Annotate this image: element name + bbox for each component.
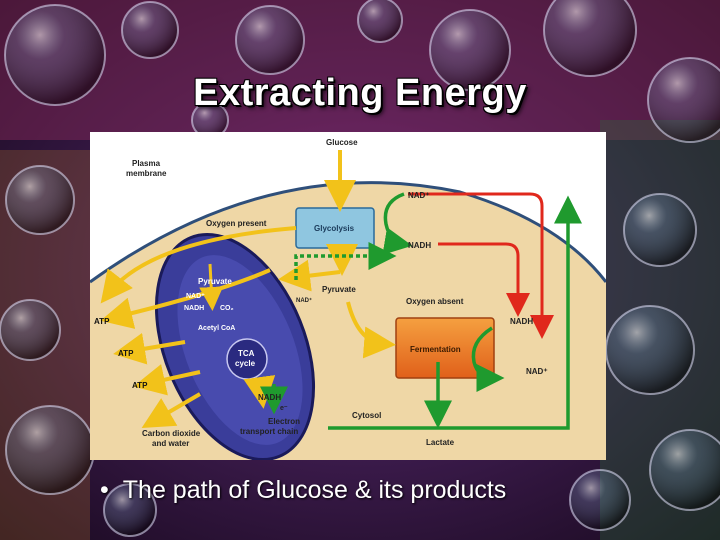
fermentation-box [395,317,495,379]
acetyl-coa-label: Acetyl CoA [198,325,235,332]
green-arrows [260,192,582,430]
bullet-label: The path of Glucose & its products [122,476,507,504]
oxygen-present-label: Oxygen present [206,219,267,228]
etc-label-2: transport chain [240,427,298,436]
nadh-label: NADH [408,241,431,250]
mito-pyruvate-label: Pyruvate [198,277,232,286]
bullet-text: • The path of Glucose & its products [100,476,506,505]
red-arrows [408,192,554,339]
nadh-fermentation-label: NADH [510,317,533,326]
plasma-membrane-label-2: membrane [126,169,167,178]
mito-nad-plus-label: NAD⁺ [186,293,205,300]
carbon-dioxide-label-2: and water [152,439,189,448]
pyruvate-label: Pyruvate [322,285,356,294]
plasma-membrane [90,181,606,284]
carbon-dioxide-label-1: Carbon dioxide [142,429,201,438]
etc-label-1: Electron [268,417,300,426]
tca-label-1: TCA [238,349,255,358]
e-minus-label: e⁻ [280,405,288,412]
fermentation-label: Fermentation [410,345,461,354]
glycolysis-label: Glycolysis [314,224,355,233]
slide-title: Extracting Energy [193,72,527,114]
co2-label: CO₂ [220,305,234,312]
atp-label-1: ATP [94,317,110,326]
plasma-membrane-label-1: Plasma [132,159,161,168]
cytosol-label: Cytosol [352,411,381,420]
atp-label-2: ATP [118,349,134,358]
lactate-label: Lactate [426,438,455,447]
glucose-label: Glucose [326,138,358,147]
oxygen-absent-label: Oxygen absent [406,297,464,306]
mito-nadh-label: NADH [184,305,204,312]
cellular-respiration-diagram: Glucose Plasma membrane Oxygen present G… [90,132,606,460]
nad-plus-label: NAD⁺ [408,191,430,200]
tca-label-2: cycle [235,359,256,368]
bullet-dot: • [100,476,109,504]
atp-label-3: ATP [132,381,148,390]
nad-plus-fermentation-label: NAD⁺ [526,367,548,376]
nad-plus-pyruvate-label: NAD⁺ [296,297,312,304]
nadh-mito-label: NADH [258,393,281,402]
